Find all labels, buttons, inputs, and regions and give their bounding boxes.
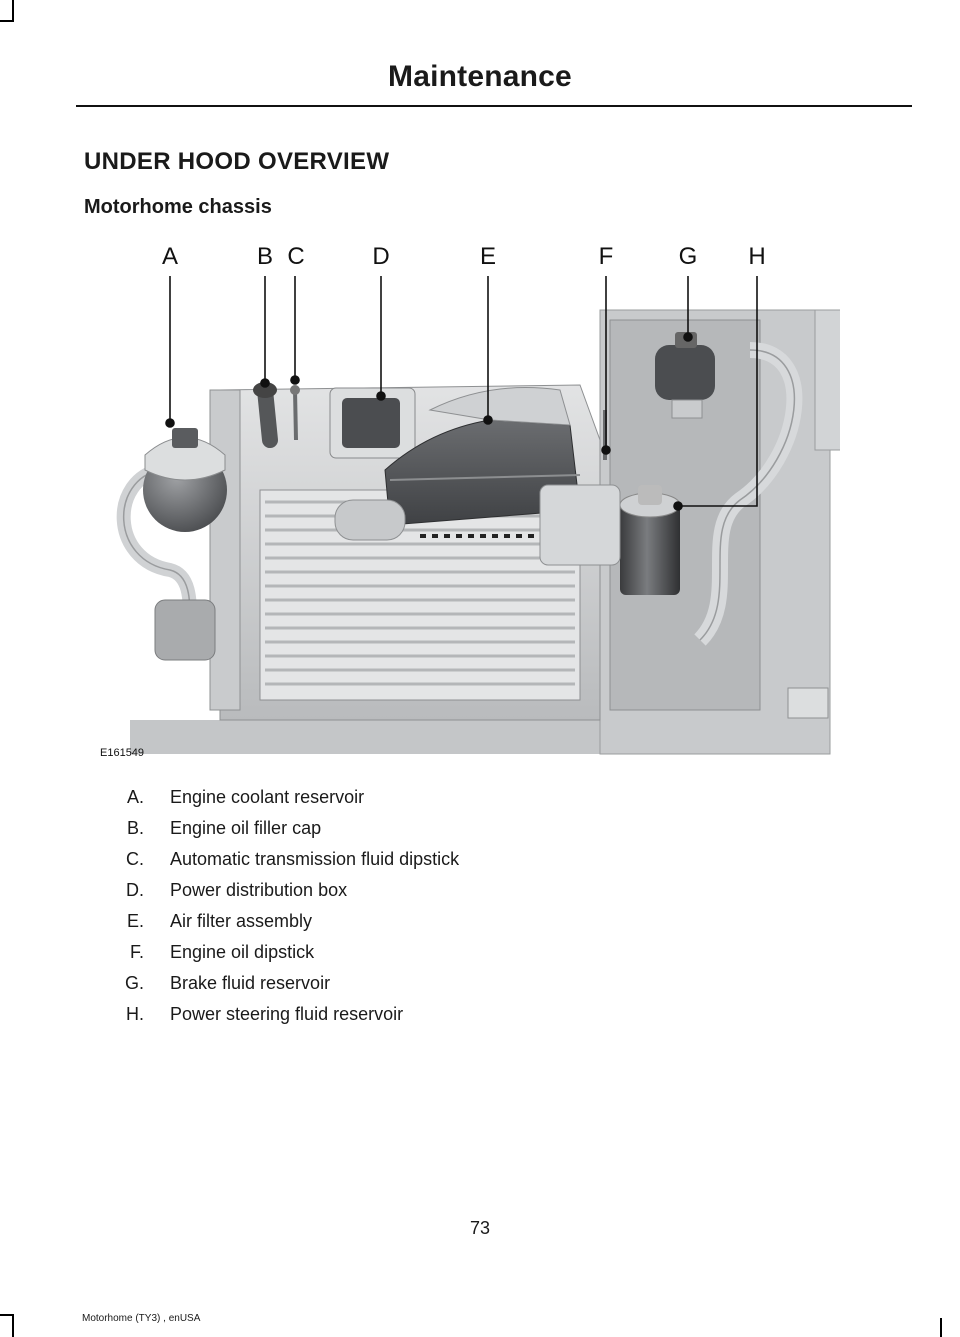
callout-a: A [162, 243, 178, 270]
callout-h: H [748, 243, 765, 270]
figure-code: E161549 [100, 747, 144, 759]
page-number: 73 [469, 1218, 491, 1238]
item-text: Power steering fluid reservoir [170, 1004, 404, 1024]
header-divider [76, 105, 912, 107]
item-text: Brake fluid reservoir [170, 973, 331, 993]
air-filter-shape [334, 387, 581, 541]
item-letter: A. [126, 787, 144, 807]
item-text: Air filter assembly [170, 911, 313, 931]
item-text: Power distribution box [170, 880, 348, 900]
item-text: Engine oil dipstick [170, 942, 315, 962]
section-subtitle: Motorhome chassis [84, 196, 272, 218]
crop-mark-bottom-right-v [940, 1318, 942, 1337]
callout-c: C [287, 243, 304, 270]
item-letter: G. [124, 973, 144, 993]
item-letter: H. [126, 1004, 144, 1024]
item-letter: F. [129, 942, 144, 962]
engine-bay-illustration: A B C D E F G H E161549 [100, 243, 840, 759]
callout-f: F [599, 243, 614, 270]
item-text: Engine coolant reservoir [170, 787, 365, 807]
callout-e: E [480, 243, 496, 270]
radiator [259, 489, 581, 701]
crop-mark-bottom-left-v [12, 1314, 14, 1337]
item-letter: D. [126, 880, 144, 900]
item-letter: E. [126, 911, 144, 931]
coolant-reservoir-shape [143, 428, 227, 532]
callout-b: B [257, 243, 273, 270]
item-text: Engine oil filler cap [170, 818, 322, 838]
footer-text: Motorhome (TY3) , enUSA [82, 1313, 201, 1324]
section-title: UNDER HOOD OVERVIEW [84, 148, 390, 175]
crop-mark-top-left-v [12, 0, 14, 22]
crop-mark-top-left-h [0, 20, 14, 22]
power-steering-reservoir-shape [539, 484, 681, 595]
item-text: Automatic transmission fluid dipstick [170, 849, 460, 869]
callout-g: G [679, 243, 698, 270]
crop-mark-bottom-left-h [0, 1314, 14, 1316]
power-distribution-box-shape [329, 387, 416, 459]
callout-d: D [372, 243, 389, 270]
item-letter: B. [126, 818, 144, 838]
page-header-title: Maintenance [388, 60, 572, 93]
item-letter: C. [126, 849, 144, 869]
